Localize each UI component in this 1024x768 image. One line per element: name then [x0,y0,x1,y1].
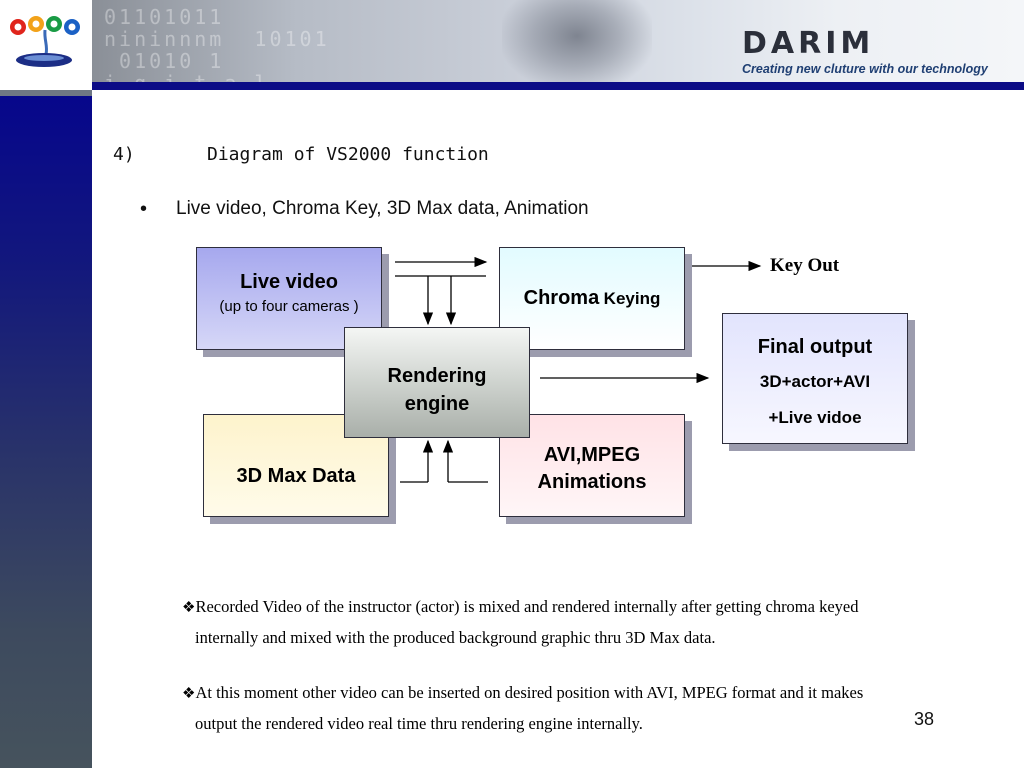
sidebar-divider [0,90,92,96]
banner-digits: 01101011 nininnnm 10101 01010 1 i g i t … [104,6,330,90]
header-rule [92,82,1024,90]
final-output-line3: +Live vidoe [723,407,907,429]
bullet-text: Live video, Chroma Key, 3D Max data, Ani… [176,198,589,220]
banner-portrait [502,0,652,90]
live-video-subtitle: (up to four cameras ) [197,297,381,317]
rendering-engine-box: Rendering engine [344,327,530,438]
bullet-marker: • [140,198,147,221]
note-1-line2: internally and mixed with the produced b… [182,623,1014,652]
note-2-line2: output the rendered video real time thru… [182,709,1014,738]
final-output-box: Final output 3D+actor+AVI +Live vidoe [722,313,908,444]
note-2: ❖At this moment other video can be inser… [182,678,1014,738]
final-output-title: Final output [723,335,907,359]
max-data-title: 3D Max Data [204,464,388,488]
left-sidebar [0,90,92,768]
chroma-title-suffix: Keying [604,289,661,308]
note-2-marker-icon: ❖ [182,686,195,702]
final-output-line2: 3D+actor+AVI [723,371,907,393]
company-logo [0,0,92,90]
section-title: Diagram of VS2000 function [207,144,489,165]
section-number: 4) [113,144,135,165]
header-banner: 01101011 nininnnm 10101 01010 1 i g i t … [0,0,1024,90]
key-out-label: Key Out [770,255,839,277]
avi-line2: Animations [500,470,684,494]
brand-tagline: Creating new cluture with our technology [742,62,988,76]
page-number: 38 [914,709,934,730]
header-image: 01101011 nininnnm 10101 01010 1 i g i t … [92,0,1024,90]
note-1: ❖Recorded Video of the instructor (actor… [182,592,1014,652]
rendering-line2: engine [345,392,529,416]
note-2-line1: At this moment other video can be insert… [195,683,863,702]
live-video-title: Live video [197,270,381,294]
note-1-line1: Recorded Video of the instructor (actor)… [195,597,858,616]
brand-name: DARIM [742,26,874,61]
note-1-marker-icon: ❖ [182,600,195,616]
avi-line1: AVI,MPEG [500,443,684,467]
rendering-line1: Rendering [345,364,529,388]
logo-icon [0,0,92,90]
chroma-title: Chroma [524,287,600,309]
